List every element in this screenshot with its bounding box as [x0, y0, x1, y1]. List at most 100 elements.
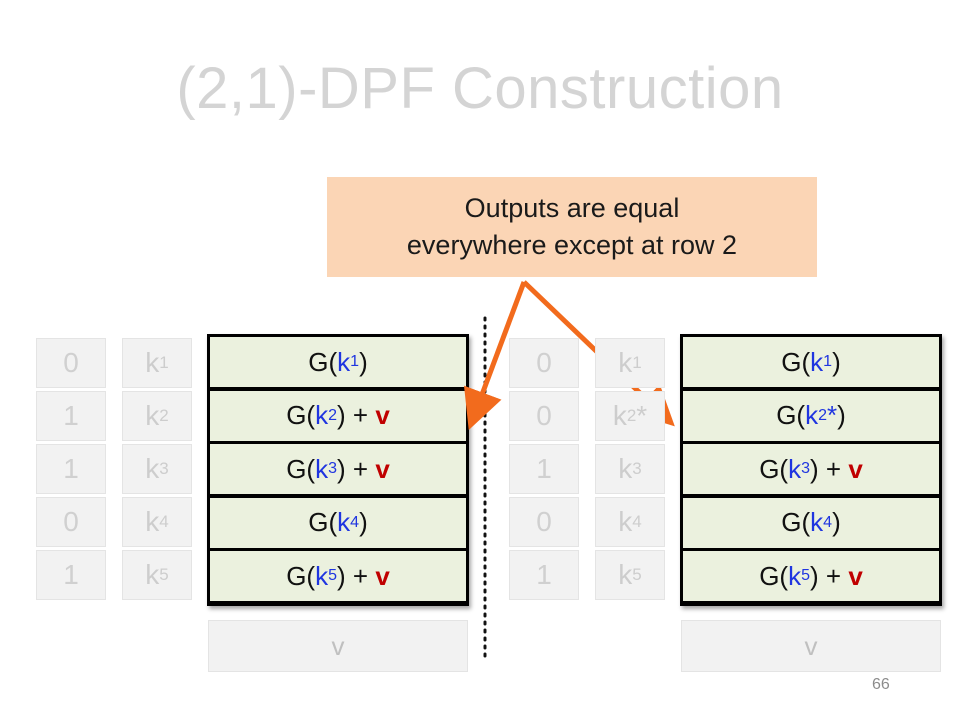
key-base: k: [145, 347, 160, 378]
output-close: ): [810, 560, 819, 591]
key-subscript: 1: [159, 353, 169, 372]
output-close: ): [832, 507, 841, 537]
arrow-to-left-row-2: [464, 281, 527, 431]
key-base: k: [145, 400, 160, 431]
output-v: v: [848, 453, 863, 484]
key-subscript: 3: [632, 459, 642, 478]
output-prefix: G(: [759, 560, 789, 591]
right-bit-cell: 1: [509, 444, 579, 494]
key-base: k: [618, 347, 633, 378]
key-suffix: *: [636, 400, 648, 431]
output-key: k: [788, 560, 802, 591]
key-base: k: [618, 559, 633, 590]
output-key: k: [337, 346, 351, 377]
output-prefix: G(: [759, 453, 789, 484]
key-base: k: [612, 400, 627, 431]
output-key: k: [805, 400, 819, 430]
output-prefix: G(: [781, 507, 811, 537]
left-bit-cell: 1: [36, 444, 106, 494]
output-star: *: [827, 400, 838, 430]
left-bit-cell: 1: [36, 550, 106, 600]
output-close: ): [837, 400, 846, 430]
key-subscript: 4: [632, 512, 642, 531]
output-prefix: G(: [781, 346, 811, 377]
output-close: ): [337, 400, 346, 430]
output-key-subscript: 1: [350, 353, 360, 370]
left-v-box: v: [208, 620, 468, 672]
key-base: k: [618, 506, 633, 537]
left-bit-cell: 0: [36, 338, 106, 388]
key-subscript: 4: [159, 512, 169, 531]
output-key-subscript: 3: [328, 460, 337, 477]
output-key-subscript: 5: [328, 567, 337, 584]
output-prefix: G(: [286, 400, 316, 430]
key-base: k: [145, 453, 160, 484]
callout-box: Outputs are equal everywhere except at r…: [327, 177, 817, 277]
key-subscript: 3: [159, 459, 169, 478]
right-v-box: v: [681, 620, 941, 672]
output-key-subscript: 4: [350, 513, 360, 531]
output-close: ): [337, 453, 346, 484]
output-key-subscript: 1: [823, 353, 833, 370]
output-close: ): [337, 560, 346, 591]
key-base: k: [145, 506, 160, 537]
callout-line-2: everywhere except at row 2: [406, 230, 738, 260]
output-key: k: [315, 400, 329, 430]
output-close: ): [359, 346, 368, 377]
right-bit-cell: 0: [509, 497, 579, 547]
output-close: ): [832, 346, 841, 377]
output-key: k: [315, 453, 329, 484]
output-key-subscript: 4: [823, 513, 833, 531]
output-v: v: [375, 560, 390, 591]
output-v: v: [848, 560, 863, 591]
output-key: k: [337, 507, 351, 537]
output-v: v: [375, 453, 390, 484]
right-bit-cell: 0: [509, 391, 579, 441]
key-base: k: [145, 559, 160, 590]
left-bit-cell: 1: [36, 391, 106, 441]
output-plus: +: [818, 560, 849, 591]
output-key: k: [788, 453, 802, 484]
output-prefix: G(: [308, 346, 338, 377]
output-key: k: [810, 507, 824, 537]
output-prefix: G(: [286, 453, 316, 484]
output-plus: +: [818, 453, 849, 484]
key-subscript: 2: [159, 406, 169, 425]
key-subscript: 5: [632, 565, 642, 584]
key-base: k: [618, 453, 633, 484]
output-plus: +: [345, 560, 376, 591]
output-prefix: G(: [776, 400, 806, 430]
page-number: 66: [872, 676, 890, 693]
key-subscript: 5: [159, 565, 169, 584]
key-subscript: 2: [626, 406, 637, 425]
output-key-subscript: 2: [818, 406, 827, 424]
left-bit-cell: 0: [36, 497, 106, 547]
output-key-subscript: 2: [328, 406, 337, 424]
output-key: k: [315, 560, 329, 591]
output-key: k: [810, 346, 824, 377]
right-bit-cell: 1: [509, 550, 579, 600]
output-prefix: G(: [308, 507, 338, 537]
right-bit-cell: 0: [509, 338, 579, 388]
slide-title: (2,1)-DPF Construction: [176, 56, 784, 121]
